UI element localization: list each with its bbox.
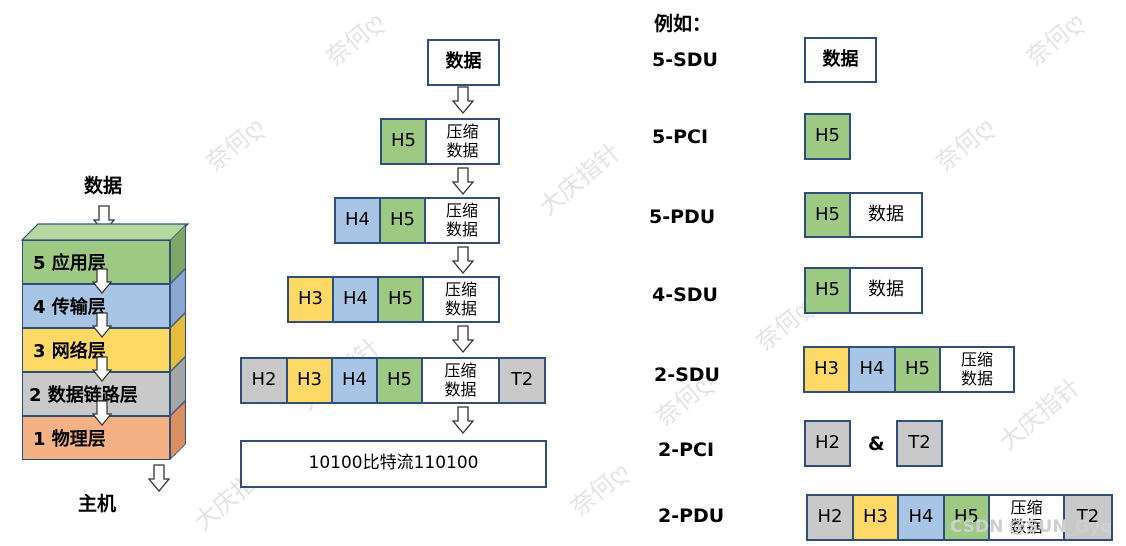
example-5-pdu-h5: H5	[804, 192, 851, 238]
example-2-pdu-h3: H3	[852, 494, 899, 541]
stack-top-label: 数据	[84, 175, 123, 197]
flow-h5: H5	[379, 197, 426, 244]
example-2-sdu-h5: H5	[894, 346, 941, 393]
flow-compressed-data: 压缩数据	[424, 197, 500, 244]
down-arrow-icon	[92, 356, 112, 382]
example-5-sdu-data: 数据	[804, 37, 877, 83]
flow-h5: H5	[377, 276, 424, 323]
example-2-sdu-compressed: 压缩数据	[939, 346, 1015, 393]
flow-h5: H5	[376, 357, 423, 404]
flow-h3: H3	[287, 276, 334, 323]
csdn-watermark: CSDN @SUN_Gyq	[950, 517, 1113, 537]
flow-h5: H5	[380, 118, 427, 165]
down-arrow-icon	[92, 400, 112, 426]
example-label-4-sdu: 4-SDU	[652, 284, 718, 306]
example-2-pdu-h4: H4	[897, 494, 945, 541]
down-arrow-icon	[148, 464, 170, 492]
example-2-pdu-h2: H2	[806, 494, 854, 541]
example-2-pdu-compressed: 压缩数据	[988, 494, 1065, 541]
flow-compressed-data: 压缩数据	[422, 276, 500, 323]
example-2-pci-amp: &	[868, 433, 885, 455]
example-label-2-pdu: 2-PDU	[658, 505, 725, 527]
examples-heading: 例如：	[654, 13, 712, 35]
flow-h4: H4	[331, 357, 378, 404]
flow-compressed-data: 压缩数据	[425, 118, 500, 165]
example-2-sdu-h3: H3	[803, 346, 850, 393]
flow-data-box: 数据	[427, 39, 500, 86]
watermark-text: 奈何ღ	[200, 112, 270, 177]
down-arrow-icon	[452, 406, 474, 434]
example-4-sdu-h5: H5	[804, 267, 851, 314]
layer-physical: 1 物理层	[22, 416, 170, 460]
example-5-pci-h5: H5	[804, 113, 851, 160]
down-arrow-icon	[452, 246, 474, 274]
example-label-5-pdu: 5-PDU	[649, 206, 716, 228]
example-5-pdu-data: 数据	[849, 192, 923, 238]
down-arrow-icon	[92, 268, 112, 294]
example-2-pci-h2: H2	[804, 420, 851, 467]
flow-t2: T2	[498, 357, 546, 404]
flow-compressed-data: 压缩数据	[421, 357, 500, 404]
down-arrow-icon	[452, 325, 474, 353]
flow-h4: H4	[334, 197, 381, 244]
watermark-text: 大庆指针	[533, 137, 626, 221]
flow-h4: H4	[332, 276, 379, 323]
watermark-text: 奈何ღ	[1020, 7, 1090, 72]
stack-top-face	[20, 223, 190, 241]
watermark-text: 奈何ღ	[320, 7, 390, 72]
example-4-sdu-data: 数据	[849, 267, 923, 314]
flow-h2: H2	[240, 357, 288, 404]
down-arrow-icon	[452, 86, 474, 114]
flow-bitstream: 10100比特流110100	[240, 440, 547, 488]
flow-h3: H3	[286, 357, 333, 404]
watermark-text: 奈何ღ	[565, 457, 635, 522]
down-arrow-icon	[452, 167, 474, 195]
example-label-2-sdu: 2-SDU	[654, 364, 720, 386]
layer-application: 5 应用层	[22, 240, 170, 284]
watermark-text: 奈何ღ	[930, 112, 1000, 177]
layer-network: 3 网络层	[22, 328, 170, 372]
example-2-sdu-h4: H4	[848, 346, 896, 393]
down-arrow-icon	[92, 312, 112, 338]
stack-bottom-label: 主机	[78, 493, 117, 515]
example-label-5-pci: 5-PCI	[652, 126, 709, 148]
example-2-pci-t2: T2	[896, 420, 943, 467]
example-label-2-pci: 2-PCI	[658, 439, 715, 461]
example-label-5-sdu: 5-SDU	[652, 49, 718, 71]
example-2-pdu-h5: H5	[943, 494, 990, 541]
example-2-pdu-t2: T2	[1063, 494, 1113, 541]
